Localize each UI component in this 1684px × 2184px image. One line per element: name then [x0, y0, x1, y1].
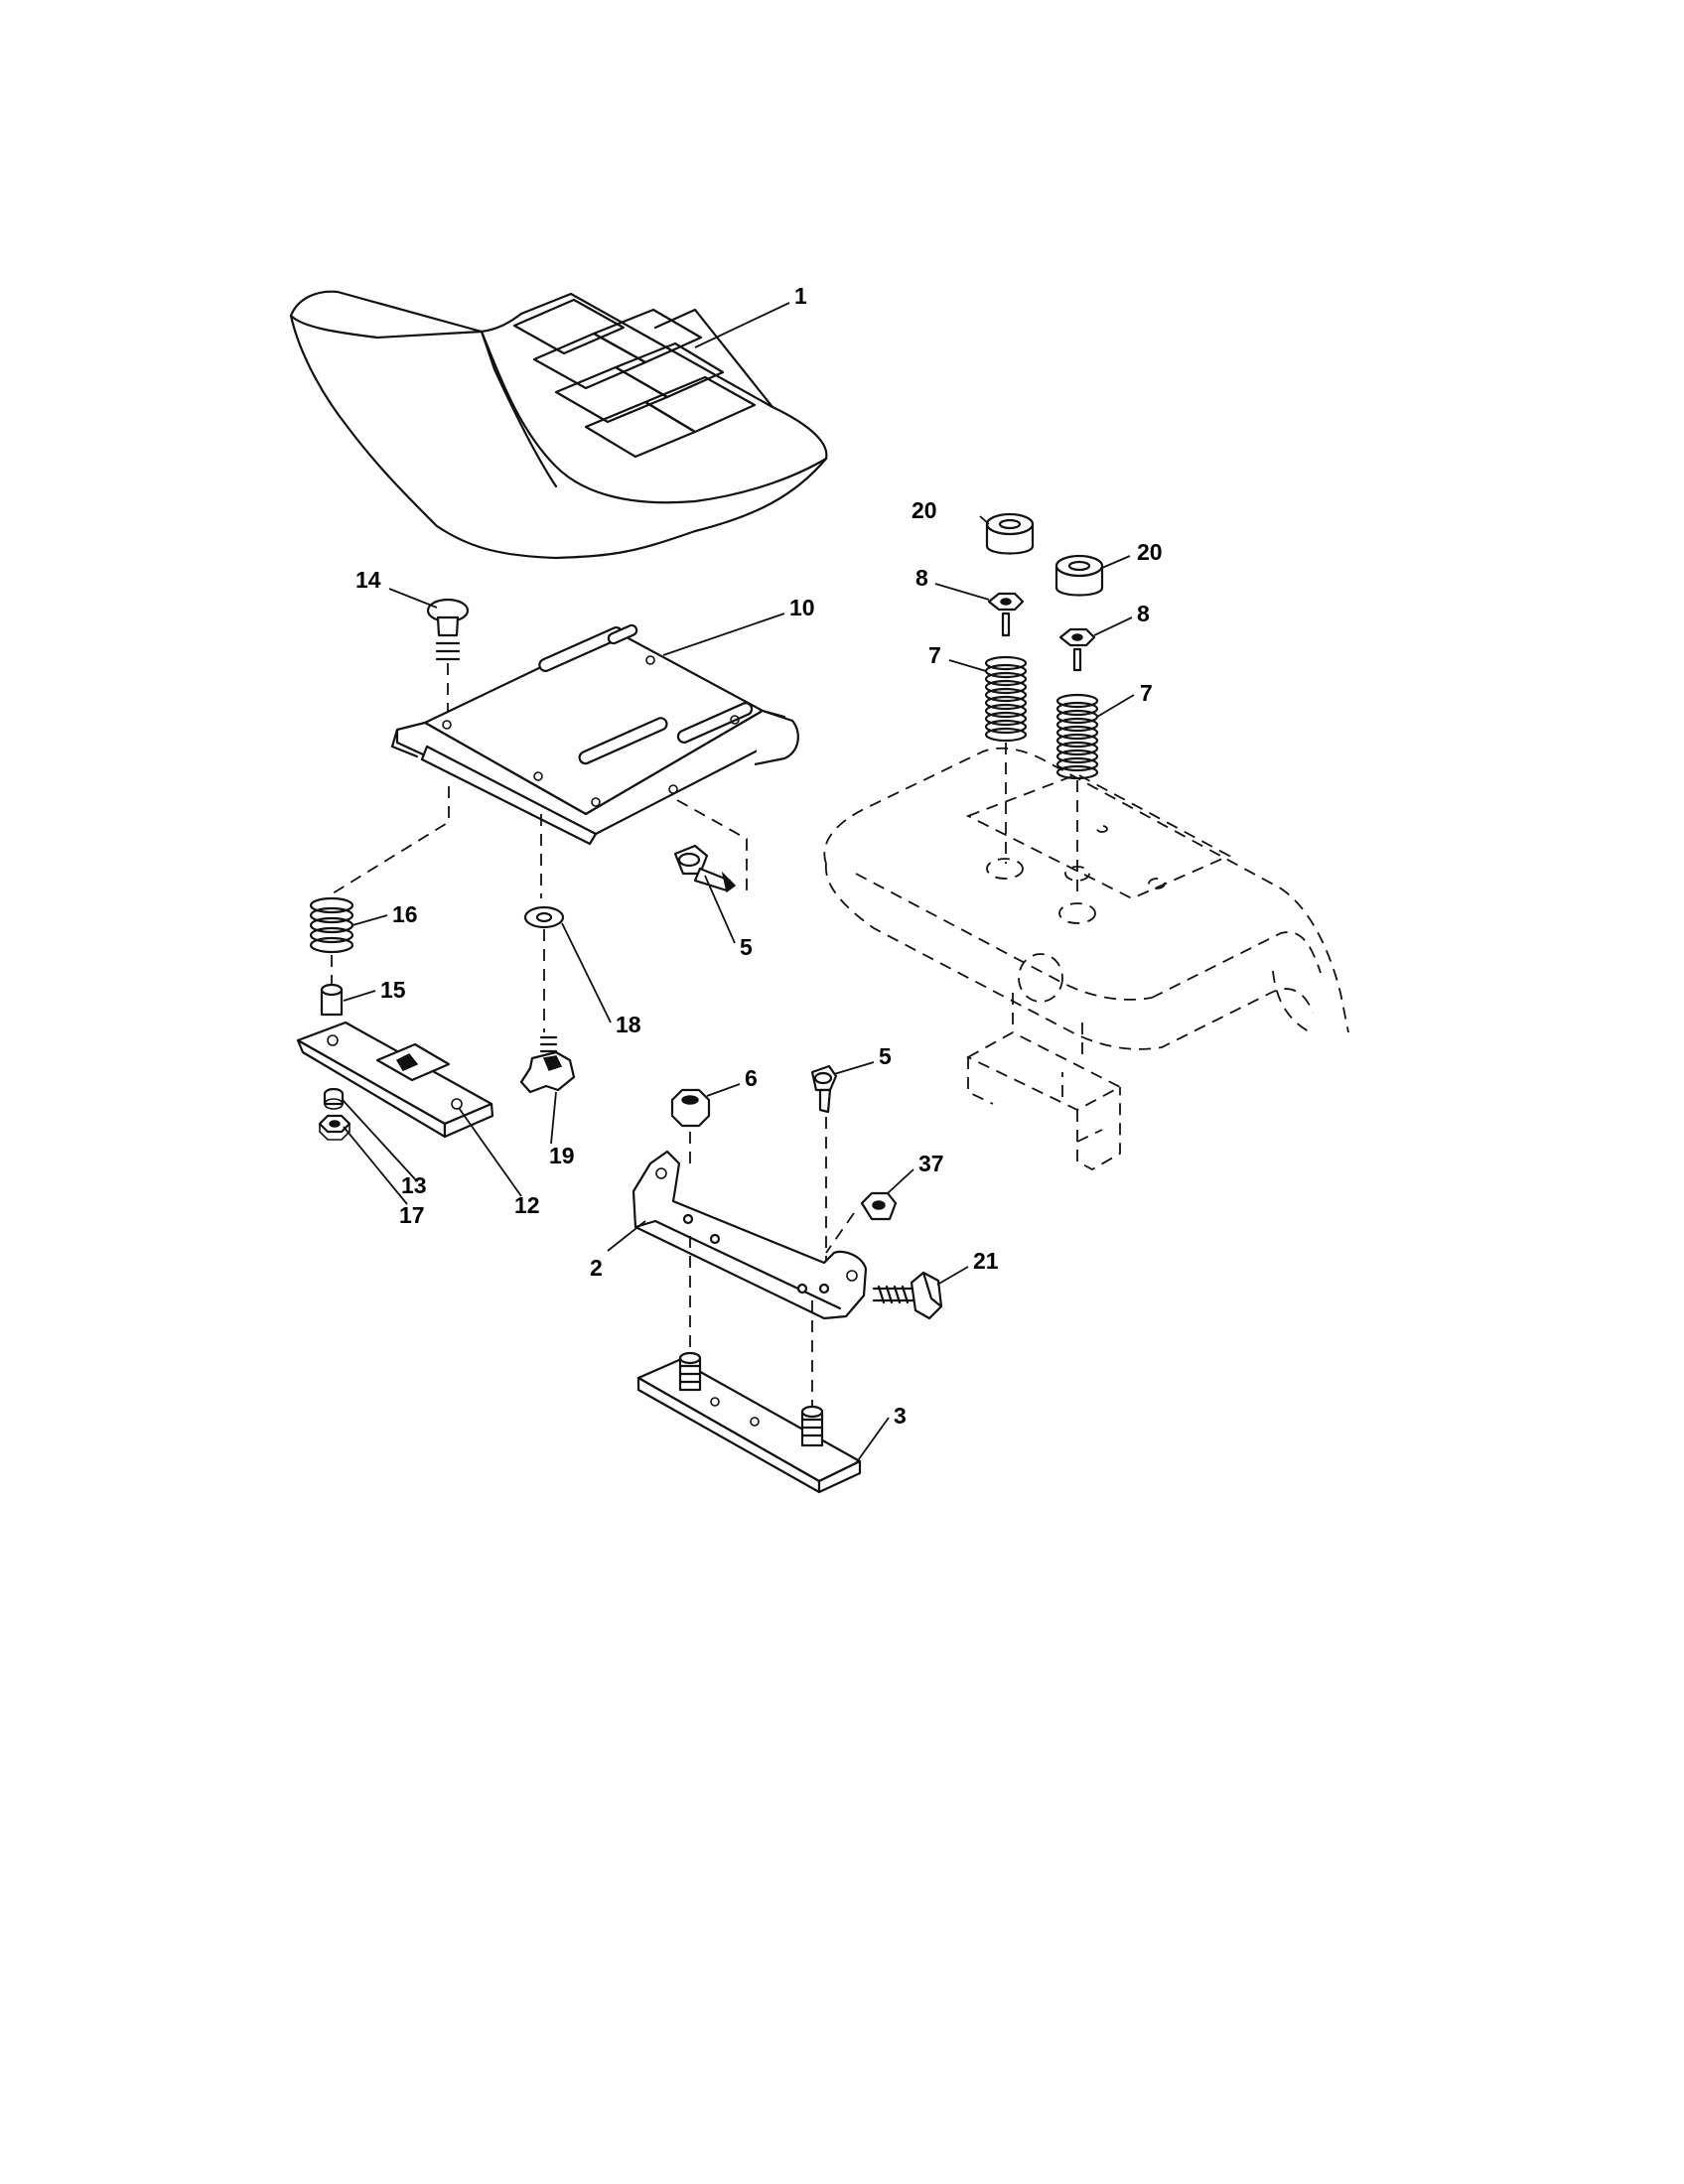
part-carriage-bolt: [426, 598, 470, 661]
part-bracket-plate: [296, 1021, 494, 1139]
part-seat-bracket: [632, 1150, 868, 1320]
part-hex-bolt: [872, 1271, 943, 1320]
part-spring-left: [984, 655, 1028, 743]
callout-7-right: 7: [1140, 680, 1153, 706]
part-spring-small: [309, 896, 354, 954]
part-bumper-right: [1054, 554, 1104, 597]
callout-8-right: 8: [1137, 601, 1150, 626]
callout-2: 2: [590, 1255, 603, 1281]
callout-1: 1: [794, 283, 807, 309]
callout-20-right: 20: [1137, 539, 1163, 565]
callout-labels: 1 14 10 5 16 15 18 19 12 13 17 6 5 37 2 …: [355, 283, 1163, 1429]
part-nut-17: [318, 1114, 351, 1141]
callout-10: 10: [789, 595, 815, 620]
callout-8-left: 8: [915, 565, 928, 591]
callout-6: 6: [745, 1065, 758, 1091]
callout-37: 37: [918, 1151, 944, 1176]
leader-lines: [342, 302, 1135, 1464]
callout-15: 15: [380, 977, 406, 1003]
part-base-plate: [636, 1351, 862, 1494]
callout-19: 19: [549, 1143, 575, 1168]
part-flange-bolt-right: [1058, 627, 1096, 672]
callout-21: 21: [973, 1248, 999, 1274]
part-flange-bolt-left: [987, 592, 1025, 637]
part-washer: [523, 905, 565, 929]
callout-7-left: 7: [928, 642, 941, 668]
part-bumper-left: [985, 512, 1035, 555]
callout-18: 18: [616, 1012, 641, 1037]
part-hex-nut: [860, 1191, 898, 1221]
callout-14: 14: [355, 567, 381, 593]
part-nut-13: [323, 1087, 345, 1110]
fender-phantom: [823, 747, 1349, 1171]
callout-20-left: 20: [912, 497, 937, 523]
part-clip-upper: [673, 844, 737, 893]
part-spacer: [320, 983, 344, 1017]
callout-17: 17: [399, 1202, 425, 1228]
callout-5-lower: 5: [879, 1043, 892, 1069]
part-knob: [519, 1035, 576, 1094]
callout-12: 12: [514, 1192, 540, 1218]
callout-3: 3: [894, 1403, 907, 1429]
part-seat: [289, 290, 828, 560]
part-clip-lower: [810, 1064, 838, 1114]
part-lock-nut: [670, 1088, 711, 1128]
part-seat-pan: [390, 623, 799, 846]
callout-13: 13: [401, 1172, 427, 1198]
part-spring-right: [1055, 693, 1099, 780]
callout-16: 16: [392, 901, 418, 927]
callout-5-upper: 5: [740, 934, 753, 960]
